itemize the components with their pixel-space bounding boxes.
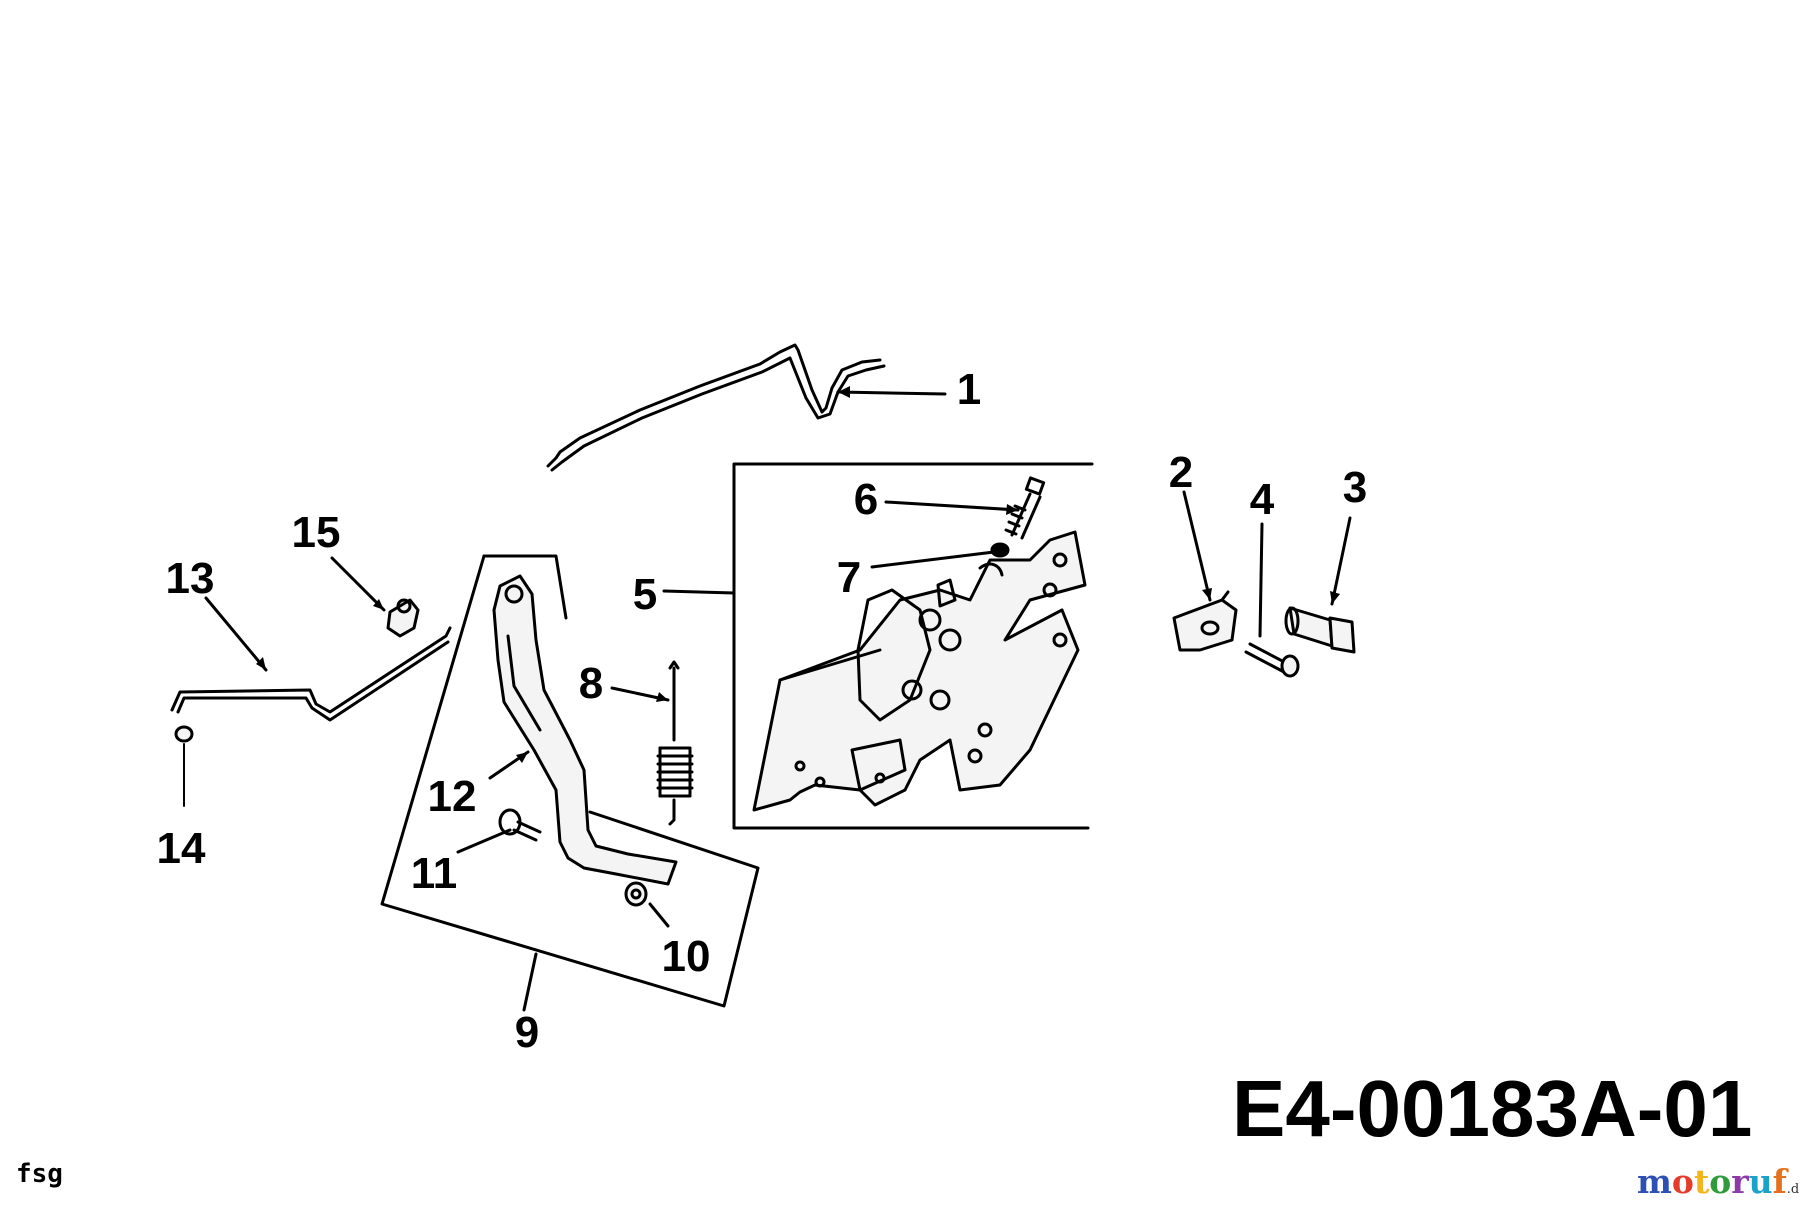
leader-3: [1330, 516, 1352, 606]
watermark-suffix: .de: [1786, 1182, 1800, 1197]
watermark-letter: o: [1671, 1162, 1694, 1201]
part-10-nut: [624, 881, 648, 907]
part-2-bracket: [1172, 590, 1238, 652]
part-14-clip: [174, 725, 194, 807]
leader-7: [870, 550, 996, 569]
part-15-clamp: [386, 598, 420, 638]
watermark-letter: r: [1731, 1162, 1749, 1201]
part-7-nut: [990, 542, 1010, 558]
part-13-rod: [170, 626, 452, 722]
callout-6: 6: [853, 475, 879, 524]
leader-15: [330, 556, 386, 612]
leader-13: [204, 596, 268, 672]
callout-2: 2: [1168, 448, 1194, 497]
leader-2: [1182, 490, 1212, 602]
part-5-outline: [732, 462, 1094, 830]
callout-7: 7: [836, 553, 862, 602]
callout-10: 10: [661, 932, 711, 981]
site-watermark: motoruf.de: [1637, 1164, 1800, 1208]
artist-mark: fsg: [16, 1159, 63, 1189]
callout-5: 5: [632, 570, 658, 619]
callout-8: 8: [578, 659, 604, 708]
watermark-letters: motoruf: [1637, 1162, 1787, 1201]
diagram-code: E4-00183A-01: [1232, 1064, 1753, 1153]
watermark-letter: t: [1693, 1162, 1710, 1201]
part-8-spring: [656, 660, 694, 826]
callout-11: 11: [410, 849, 458, 898]
watermark-letter: m: [1637, 1162, 1672, 1201]
callout-9: 9: [514, 1008, 540, 1057]
part-3-shoulder-bolt: [1284, 606, 1356, 654]
callout-3: 3: [1342, 463, 1368, 512]
leader-5: [662, 589, 736, 595]
callout-13: 13: [165, 554, 215, 603]
part-12-lever: [492, 574, 678, 886]
watermark-letter: u: [1748, 1162, 1773, 1201]
callout-14: 14: [156, 824, 206, 873]
callout-4: 4: [1249, 475, 1275, 524]
callout-15: 15: [291, 508, 341, 557]
part-9-outline: [380, 554, 760, 1008]
leader-4: [1258, 522, 1264, 638]
part-11-bolt: [498, 808, 542, 842]
leader-6: [884, 500, 1020, 512]
watermark-letter: o: [1709, 1162, 1732, 1201]
part-1-control-rod: [546, 343, 886, 472]
leader-10: [648, 902, 670, 928]
leader-1: [836, 390, 947, 396]
leader-9: [522, 952, 538, 1012]
callout-1: 1: [956, 365, 982, 414]
callout-12: 12: [427, 772, 477, 821]
watermark-letter: f: [1772, 1162, 1787, 1201]
part-5-control-bracket: [752, 530, 1087, 812]
part-6-screw: [1004, 476, 1046, 540]
part-4-bolt: [1244, 642, 1300, 678]
leader-11: [456, 828, 512, 854]
